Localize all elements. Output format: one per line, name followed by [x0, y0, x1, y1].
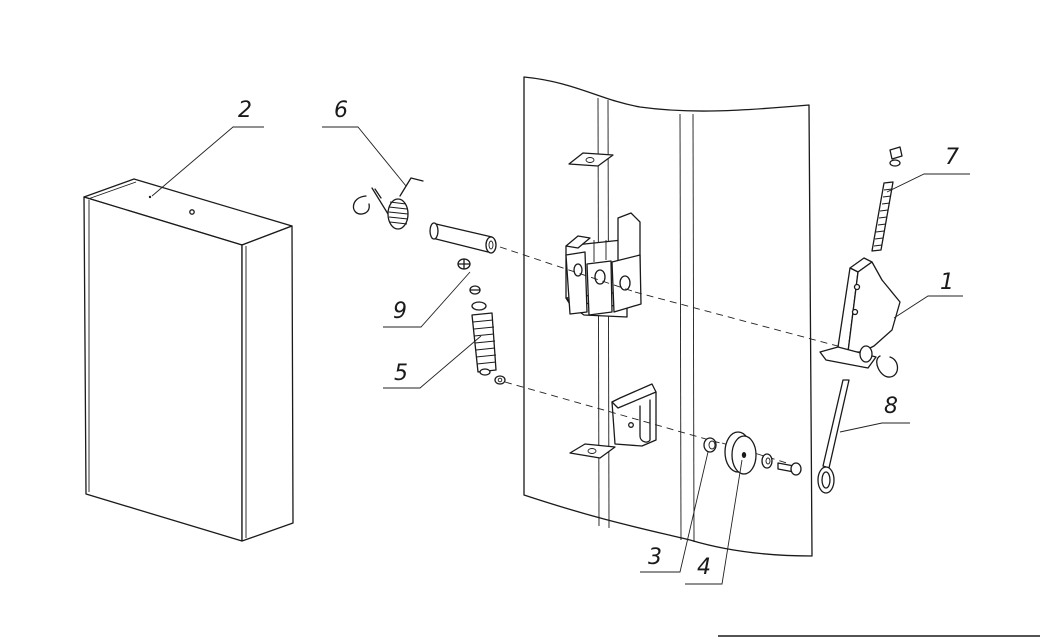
part-1-lever-bracket — [819, 257, 901, 378]
part-6-torsion-spring — [352, 177, 424, 230]
part-5-compression-spring — [471, 301, 506, 385]
part-3-nut — [703, 437, 717, 453]
callout-2: 2 — [238, 98, 252, 123]
callout-8: 8 — [884, 394, 898, 419]
latch-bracket — [611, 383, 657, 447]
assembly-center-lines — [499, 246, 861, 465]
callout-7: 7 — [945, 145, 959, 170]
hinge-pin — [429, 222, 497, 254]
callout-9: 9 — [393, 299, 407, 324]
hinge-bracket — [565, 212, 642, 318]
wall-panel — [523, 76, 813, 557]
part-8-eye-rod — [817, 379, 850, 494]
callout-1: 1 — [940, 270, 954, 295]
callout-5: 5 — [394, 361, 408, 386]
part-4-roller — [724, 431, 757, 475]
washer-and-bolt — [761, 453, 802, 476]
part-9-screws — [457, 258, 481, 295]
callout-6: 6 — [334, 98, 348, 123]
part-7-threaded-rod — [871, 146, 903, 252]
callout-numbers: 1 2 3 4 5 6 7 8 9 — [238, 98, 959, 580]
upper-mount-tab — [568, 152, 614, 167]
lower-mount-tab — [569, 443, 616, 459]
leader-lines — [151, 126, 970, 585]
callout-4: 4 — [697, 555, 711, 580]
part-2-cover-box — [83, 178, 294, 542]
callout-3: 3 — [648, 545, 662, 570]
